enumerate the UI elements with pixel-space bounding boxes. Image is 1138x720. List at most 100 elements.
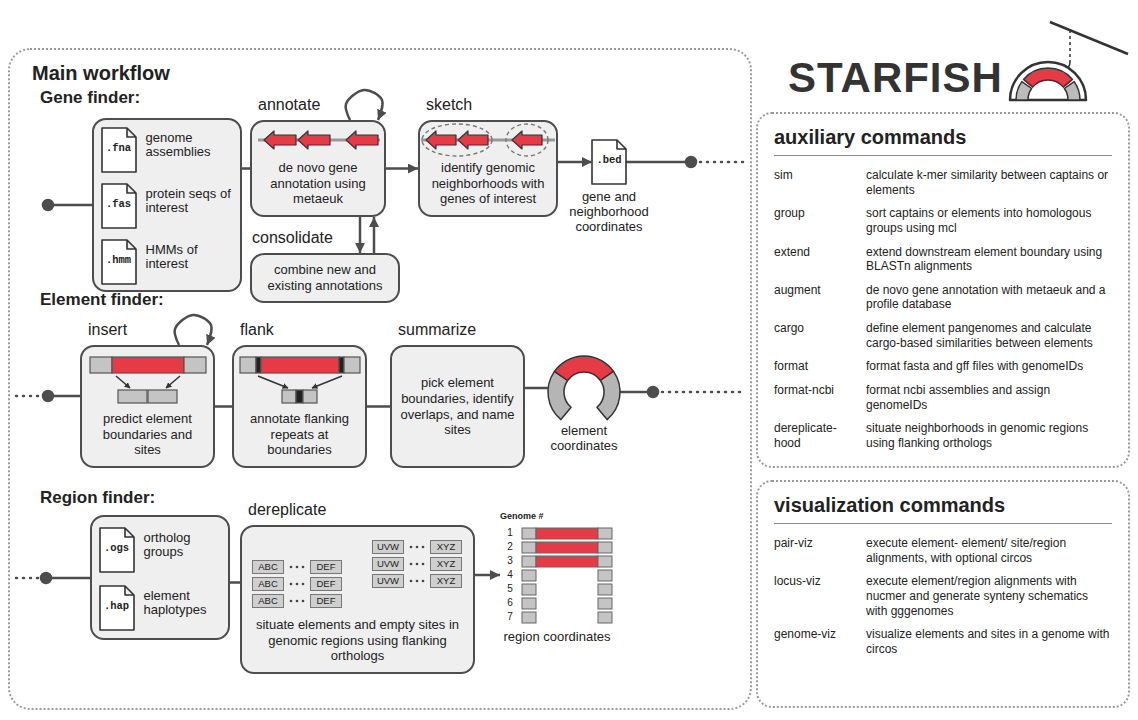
text-slot: visualize elements and sites in a genome…	[866, 627, 1112, 656]
logo-icon	[1050, 22, 1128, 54]
gene-tag: XYZ	[430, 557, 462, 571]
text-slot: HMMs of interest	[146, 243, 236, 273]
text-slot: annotate	[258, 96, 320, 114]
step-description: annotate flanking repeats at boundaries	[240, 411, 359, 458]
text-slot: annotate flanking repeats at boundaries	[240, 411, 359, 458]
step-description: de novo gene annotation using metaeuk	[258, 160, 378, 207]
command-panel: visualization commandspair-vizexecute el…	[756, 480, 1130, 708]
file-description: element haplotypes	[144, 589, 228, 619]
row-number: 1	[500, 527, 520, 539]
text-slot: DEF	[310, 594, 342, 608]
gene-tag: ABC	[252, 560, 284, 574]
gene-tag: DEF	[310, 577, 342, 591]
logo-icon	[1064, 82, 1080, 100]
command-description: format ncbi assemblies and assign genome…	[866, 383, 1112, 412]
step-name: insert	[88, 321, 127, 339]
gene-tag: UVW	[372, 540, 404, 554]
text-slot: 3	[500, 555, 520, 567]
text-slot: predict element boundaries and sites	[88, 411, 207, 458]
text-slot: region coordinates	[500, 630, 614, 645]
text-slot: dereplicate	[248, 501, 326, 519]
file-icon: .bedgene and neighborhood coordinates	[592, 140, 626, 184]
command-table: sim calculate k-mer similarity between ca…	[774, 168, 1112, 450]
text-slot: sketch	[426, 96, 472, 114]
text-slot: XYZ	[430, 540, 462, 554]
text-slot: dereplicate- hood	[774, 421, 858, 450]
file-extension: .bed	[592, 154, 626, 166]
text-slot: 4	[500, 569, 520, 581]
command-description: format fasta and gff files with genomeID…	[866, 359, 1112, 374]
panel-heading: auxiliary commands	[774, 126, 1112, 156]
command-name: group	[774, 206, 858, 221]
file-icon: .hapelement haplotypes	[100, 586, 134, 630]
text-slot: flank	[240, 321, 274, 339]
text-slot: extend downstream element boundary using…	[866, 245, 1112, 274]
text-slot: calculate k-mer similarity between capta…	[866, 168, 1112, 197]
command-name: cargo	[774, 321, 858, 336]
step-description: situate elements and empty sites in geno…	[248, 617, 467, 664]
command-description: sort captains or elements into homologou…	[866, 206, 1112, 235]
text-slot: gene and neighborhood coordinates	[561, 190, 657, 235]
command-description: execute element/region alignments with n…	[866, 574, 1112, 618]
text-slot: .hap	[100, 600, 134, 612]
file-description: HMMs of interest	[146, 243, 236, 273]
text-slot: ABC	[252, 594, 284, 608]
text-slot: UVW	[372, 540, 404, 554]
row-number: 4	[500, 569, 520, 581]
text-slot: cargo	[774, 321, 858, 350]
text-slot: Genome #	[500, 511, 544, 521]
text-slot: insert	[88, 321, 127, 339]
step-name: dereplicate	[248, 501, 326, 519]
file-extension: .hmm	[102, 254, 136, 266]
logo-icon	[1010, 62, 1086, 100]
text-slot: de novo gene annotation using metaeuk	[258, 160, 378, 207]
logo-icon	[1024, 68, 1073, 87]
input-group: .fnagenome assemblies .fasprotein seqs of…	[92, 118, 242, 292]
command-panel: auxiliary commands sim calculate k-mer sim…	[756, 112, 1130, 468]
text-slot: group	[774, 206, 858, 235]
step-description: predict element boundaries and sites	[88, 411, 207, 458]
text-slot: format-ncbi	[774, 383, 858, 412]
text-slot: DEF	[310, 560, 342, 574]
step-name: annotate	[258, 96, 320, 114]
command-description: situate neighborhoods in genomic regions…	[866, 421, 1112, 450]
file-icon: .fnagenome assemblies	[102, 128, 136, 172]
panel-heading: visualization commands	[774, 494, 1112, 524]
gene-tag: ABC	[252, 577, 284, 591]
text-slot: UVW	[372, 574, 404, 588]
command-name: genome-viz	[774, 627, 858, 642]
text-slot: .bed	[592, 154, 626, 166]
text-slot: XYZ	[430, 557, 462, 571]
text-slot: visualization commands	[774, 494, 1112, 524]
text-slot: situate elements and empty sites in geno…	[248, 617, 467, 664]
file-extension: .fas	[102, 198, 136, 210]
step-description: identify genomic neighborhoods with gene…	[426, 160, 550, 207]
command-description: extend downstream element boundary using…	[866, 245, 1112, 274]
command-description: visualize elements and sites in a genome…	[866, 627, 1112, 656]
gene-tag: DEF	[310, 560, 342, 574]
text-slot: element haplotypes	[144, 589, 228, 619]
text-slot: pair-viz	[774, 536, 858, 565]
output-graphic: region coordinates	[500, 526, 614, 624]
text-slot: STARFISH	[788, 54, 1003, 102]
output-label: element coordinates	[534, 424, 634, 454]
step-description: pick element boundaries, identify overla…	[398, 375, 517, 437]
row-number: 3	[500, 555, 520, 567]
command-description: de novo gene annotation with metaeuk and…	[866, 283, 1112, 312]
step-name: flank	[240, 321, 274, 339]
file-extension: .hap	[100, 600, 134, 612]
text-slot: genome-viz	[774, 627, 858, 656]
text-slot: consolidate	[252, 229, 333, 247]
file-icon: .ogsortholog groups	[100, 528, 134, 572]
process-box: annotatede novo gene annotation using me…	[250, 120, 386, 217]
section-heading: Gene finder:	[40, 88, 140, 108]
file-icon: .fasprotein seqs of interest	[102, 184, 136, 228]
command-name: sim	[774, 168, 858, 183]
step-description: combine new and existing annotations	[258, 262, 392, 293]
text-slot: situate neighborhoods in genomic regions…	[866, 421, 1112, 450]
text-slot: 7	[500, 611, 520, 623]
command-table: pair-vizexecute element- element/ site/r…	[774, 536, 1112, 656]
command-name: pair-viz	[774, 536, 858, 551]
row-number: 7	[500, 611, 520, 623]
text-slot: .fas	[102, 198, 136, 210]
